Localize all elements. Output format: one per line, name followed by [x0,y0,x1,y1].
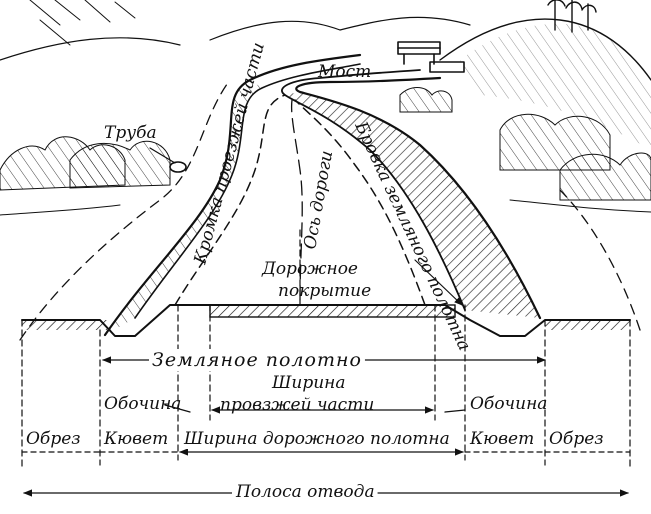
label-obochina-left: Обочина [104,394,181,414]
label-kyuvet-left: Кювет [103,429,168,449]
road-perspective [19,41,641,341]
label-kyuvet-right: Кювет [469,429,534,449]
label-pokrytie-2: покрытие [278,281,371,301]
far-hills [0,16,471,61]
obochina-left-leader [164,404,191,413]
ground-lines [0,199,651,216]
outer-guide-right [559,189,641,331]
left-slope-outer [103,53,362,337]
label-shirina-polotna: Ширина дорожного полотна [183,429,450,449]
road-surface-layer [209,304,456,318]
bridge [397,41,465,73]
road-axis [290,99,303,301]
right-bushes [399,87,651,201]
ground-left-hatch [22,320,107,330]
outer-guide-left [19,79,231,341]
label-shirina-1: Ширина [271,373,346,393]
right-ditch-shading [285,92,540,318]
label-polosa-backing [232,482,378,502]
right-hill-shading [460,23,651,150]
right-carriage-edge [294,99,426,306]
label-most: Мост [317,62,371,82]
right-hill [439,18,651,81]
brovka-pointer [414,259,463,306]
label-zemlyanoe: Земляное полотно [152,349,362,371]
sky-rays [29,0,136,46]
culvert-pipe [169,161,187,173]
left-carriage-edge [174,94,286,306]
label-truba: Труба [104,123,157,143]
label-zemlyanoe-backing [149,349,365,371]
label-shirina-2: провзжей части [220,395,374,415]
obochina-right-leader [444,409,466,413]
label-kromka: Кромка проезжей части [190,40,269,267]
label-obrez-right: Обрез [549,429,604,449]
label-shirina-polotna-backing [180,429,453,449]
section-verticals [21,229,631,471]
label-obochina-right: Обочина [470,394,547,414]
left-bushes [0,136,171,191]
label-os: Ось дороги [300,149,337,251]
trees-right-hill [547,0,597,33]
landscape [0,0,651,216]
ground-right-hatch [545,320,630,330]
label-obrez-left: Обрез [26,429,81,449]
label-polosa: Полоса отвода [235,482,375,502]
culvert-pointer [149,147,176,164]
label-pokrytie-1: Дорожное [261,259,358,279]
